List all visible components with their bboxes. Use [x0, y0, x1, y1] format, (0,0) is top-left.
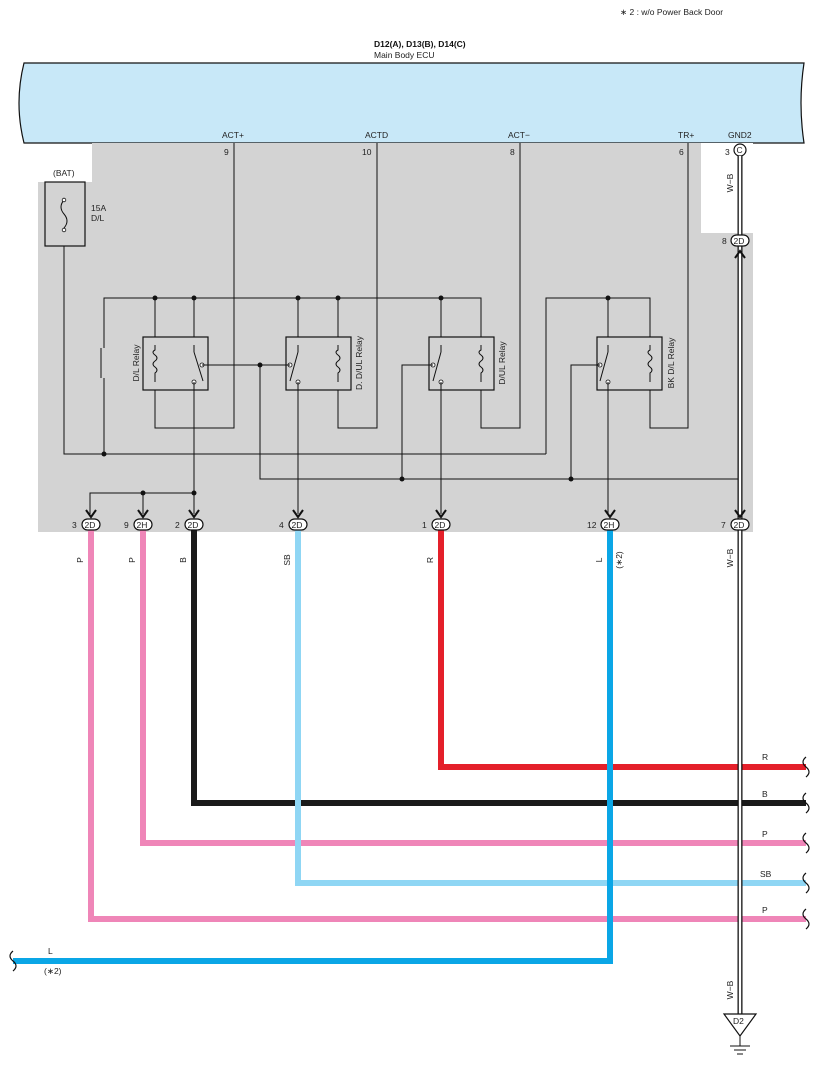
left-label-l: L	[48, 946, 53, 956]
relay-dul-label: D/UL Relay	[497, 341, 507, 385]
junction-p12: 2H 12	[587, 509, 620, 531]
svg-text:2D: 2D	[85, 520, 96, 530]
pin-actd-label: ACTD	[365, 130, 388, 140]
ecu-signal-lines	[154, 143, 689, 429]
svg-text:2D: 2D	[292, 520, 303, 530]
pin-tr-plus-num: 6	[679, 147, 684, 157]
pin-actd-num: 10	[362, 147, 372, 157]
junction-gnd-in: 2D 8	[722, 234, 750, 259]
relay-ddul: D. D/UL Relay	[285, 335, 364, 391]
ecu-connectors: D12(A), D13(B), D14(C)	[374, 39, 466, 49]
fuse-source: (BAT)	[53, 168, 75, 178]
svg-text:2D: 2D	[188, 520, 199, 530]
relay-block-area	[38, 143, 753, 532]
wire-p-left	[88, 530, 806, 922]
right-label-sb: SB	[760, 869, 772, 879]
junction-p3: 2D 3	[72, 509, 101, 531]
pin-act-plus-label: ACT+	[222, 130, 244, 140]
junction-p2: 2D 2	[175, 509, 204, 531]
svg-text:3: 3	[72, 520, 77, 530]
gnd2-pin-conn: C	[737, 145, 743, 155]
fuse-name: D/L	[91, 213, 105, 223]
svg-text:2D: 2D	[734, 236, 745, 246]
junction-connectors: 2D 3 2H 9 2D 2 2D 4 2D 1	[72, 234, 750, 531]
junction-p7: 2D 7	[721, 509, 750, 531]
right-break-marks	[802, 756, 810, 930]
junction-p9: 2H 9	[124, 509, 153, 531]
right-label-b: B	[762, 789, 768, 799]
ecu-name: Main Body ECU	[374, 50, 434, 60]
wire-label-r: R	[425, 557, 435, 563]
svg-text:2H: 2H	[137, 520, 148, 530]
header-note: ∗ 2 : w/o Power Back Door	[620, 7, 723, 17]
junction-p4: 2D 4	[279, 509, 308, 531]
relay-dl-label: D/L Relay	[131, 344, 141, 382]
wire-r	[438, 530, 806, 770]
wire-label-wb-top: W−B	[725, 173, 735, 192]
svg-text:2: 2	[175, 520, 180, 530]
pin-gnd2-label: GND2	[728, 130, 752, 140]
wire-label-wb-mid: W−B	[725, 548, 735, 567]
relay-bkdl-label: BK D/L Relay	[666, 337, 676, 388]
relay-dl: D/L Relay	[131, 336, 209, 391]
relay-interconnects	[89, 362, 743, 514]
svg-text:12: 12	[587, 520, 597, 530]
svg-text:8: 8	[722, 236, 727, 246]
pin-act-plus-num: 9	[224, 147, 229, 157]
svg-text:2D: 2D	[435, 520, 446, 530]
relay-bus	[63, 246, 651, 457]
wire-label-p-left: P	[75, 557, 85, 563]
left-label-l-note: (∗2)	[44, 966, 62, 976]
ground-symbol: D2	[722, 1013, 758, 1055]
wire-label-sb: SB	[282, 554, 292, 566]
relay-ddul-label: D. D/UL Relay	[354, 335, 364, 390]
harness-wires	[13, 530, 806, 964]
relay-bkdl: BK D/L Relay	[596, 336, 676, 391]
right-label-p1: P	[762, 829, 768, 839]
right-label-p2: P	[762, 905, 768, 915]
junction-p1: 2D 1	[422, 509, 451, 531]
right-label-r: R	[762, 752, 768, 762]
svg-text:4: 4	[279, 520, 284, 530]
svg-text:2D: 2D	[734, 520, 745, 530]
ground-label: D2	[733, 1016, 744, 1026]
pin-gnd2-num: 3	[725, 147, 730, 157]
wire-label-wb-bottom: W−B	[725, 980, 735, 999]
svg-text:1: 1	[422, 520, 427, 530]
wire-p-mid	[140, 530, 806, 846]
wire-label-b: B	[178, 557, 188, 563]
pin-act-minus-num: 8	[510, 147, 515, 157]
pin-act-minus-label: ACT−	[508, 130, 530, 140]
wire-label-p-mid: P	[127, 557, 137, 563]
svg-text:2H: 2H	[604, 520, 615, 530]
wire-l	[13, 530, 613, 964]
pin-tr-plus-label: TR+	[678, 130, 694, 140]
fuse-rating: 15A	[91, 203, 106, 213]
wire-b	[191, 530, 806, 806]
svg-text:7: 7	[721, 520, 726, 530]
fuse-box	[44, 181, 86, 247]
svg-text:9: 9	[124, 520, 129, 530]
wire-label-l: L	[594, 557, 604, 562]
wire-sb	[295, 530, 806, 886]
wire-label-l-note: (∗2)	[614, 551, 624, 569]
left-break-mark	[9, 950, 17, 972]
